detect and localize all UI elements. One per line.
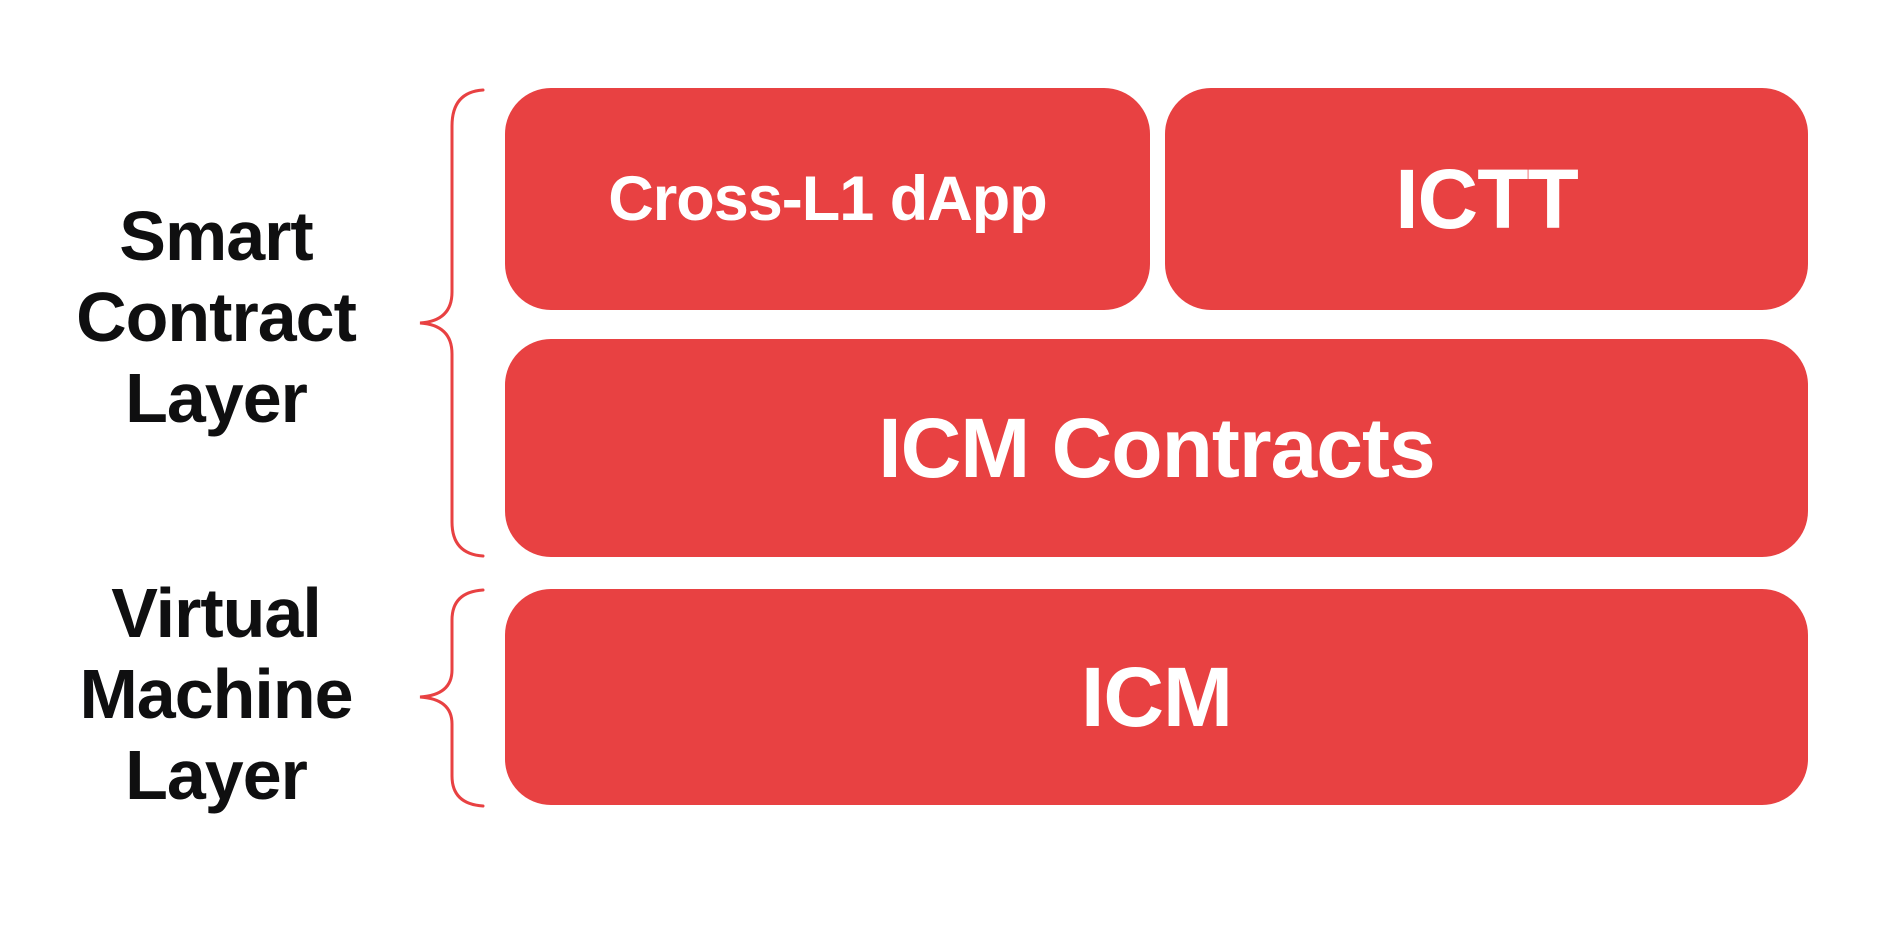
smart-contract-layer-brace-icon — [419, 88, 485, 558]
icm-box-label: ICM — [1081, 649, 1233, 744]
icm-contracts-box: ICM Contracts — [505, 339, 1808, 557]
layer-label-line: Virtual — [111, 574, 322, 652]
layer-label-line: Layer — [125, 359, 308, 437]
virtual-machine-layer-brace-icon — [419, 588, 485, 808]
layer-label-line: Machine — [79, 655, 353, 733]
smart-contract-layer-label: Smart Contract Layer — [16, 196, 416, 439]
ictt-box: ICTT — [1165, 88, 1808, 310]
layer-label-line: Contract — [76, 278, 357, 356]
layer-label-line: Smart — [119, 197, 313, 275]
cross-l1-dapp-box-label: Cross-L1 dApp — [608, 164, 1048, 234]
cross-l1-dapp-box: Cross-L1 dApp — [505, 88, 1150, 310]
icm-box: ICM — [505, 589, 1808, 805]
layer-label-line: Layer — [125, 736, 308, 814]
virtual-machine-layer-label: Virtual Machine Layer — [16, 573, 416, 816]
icm-contracts-box-label: ICM Contracts — [878, 400, 1435, 495]
ictt-box-label: ICTT — [1395, 151, 1579, 246]
